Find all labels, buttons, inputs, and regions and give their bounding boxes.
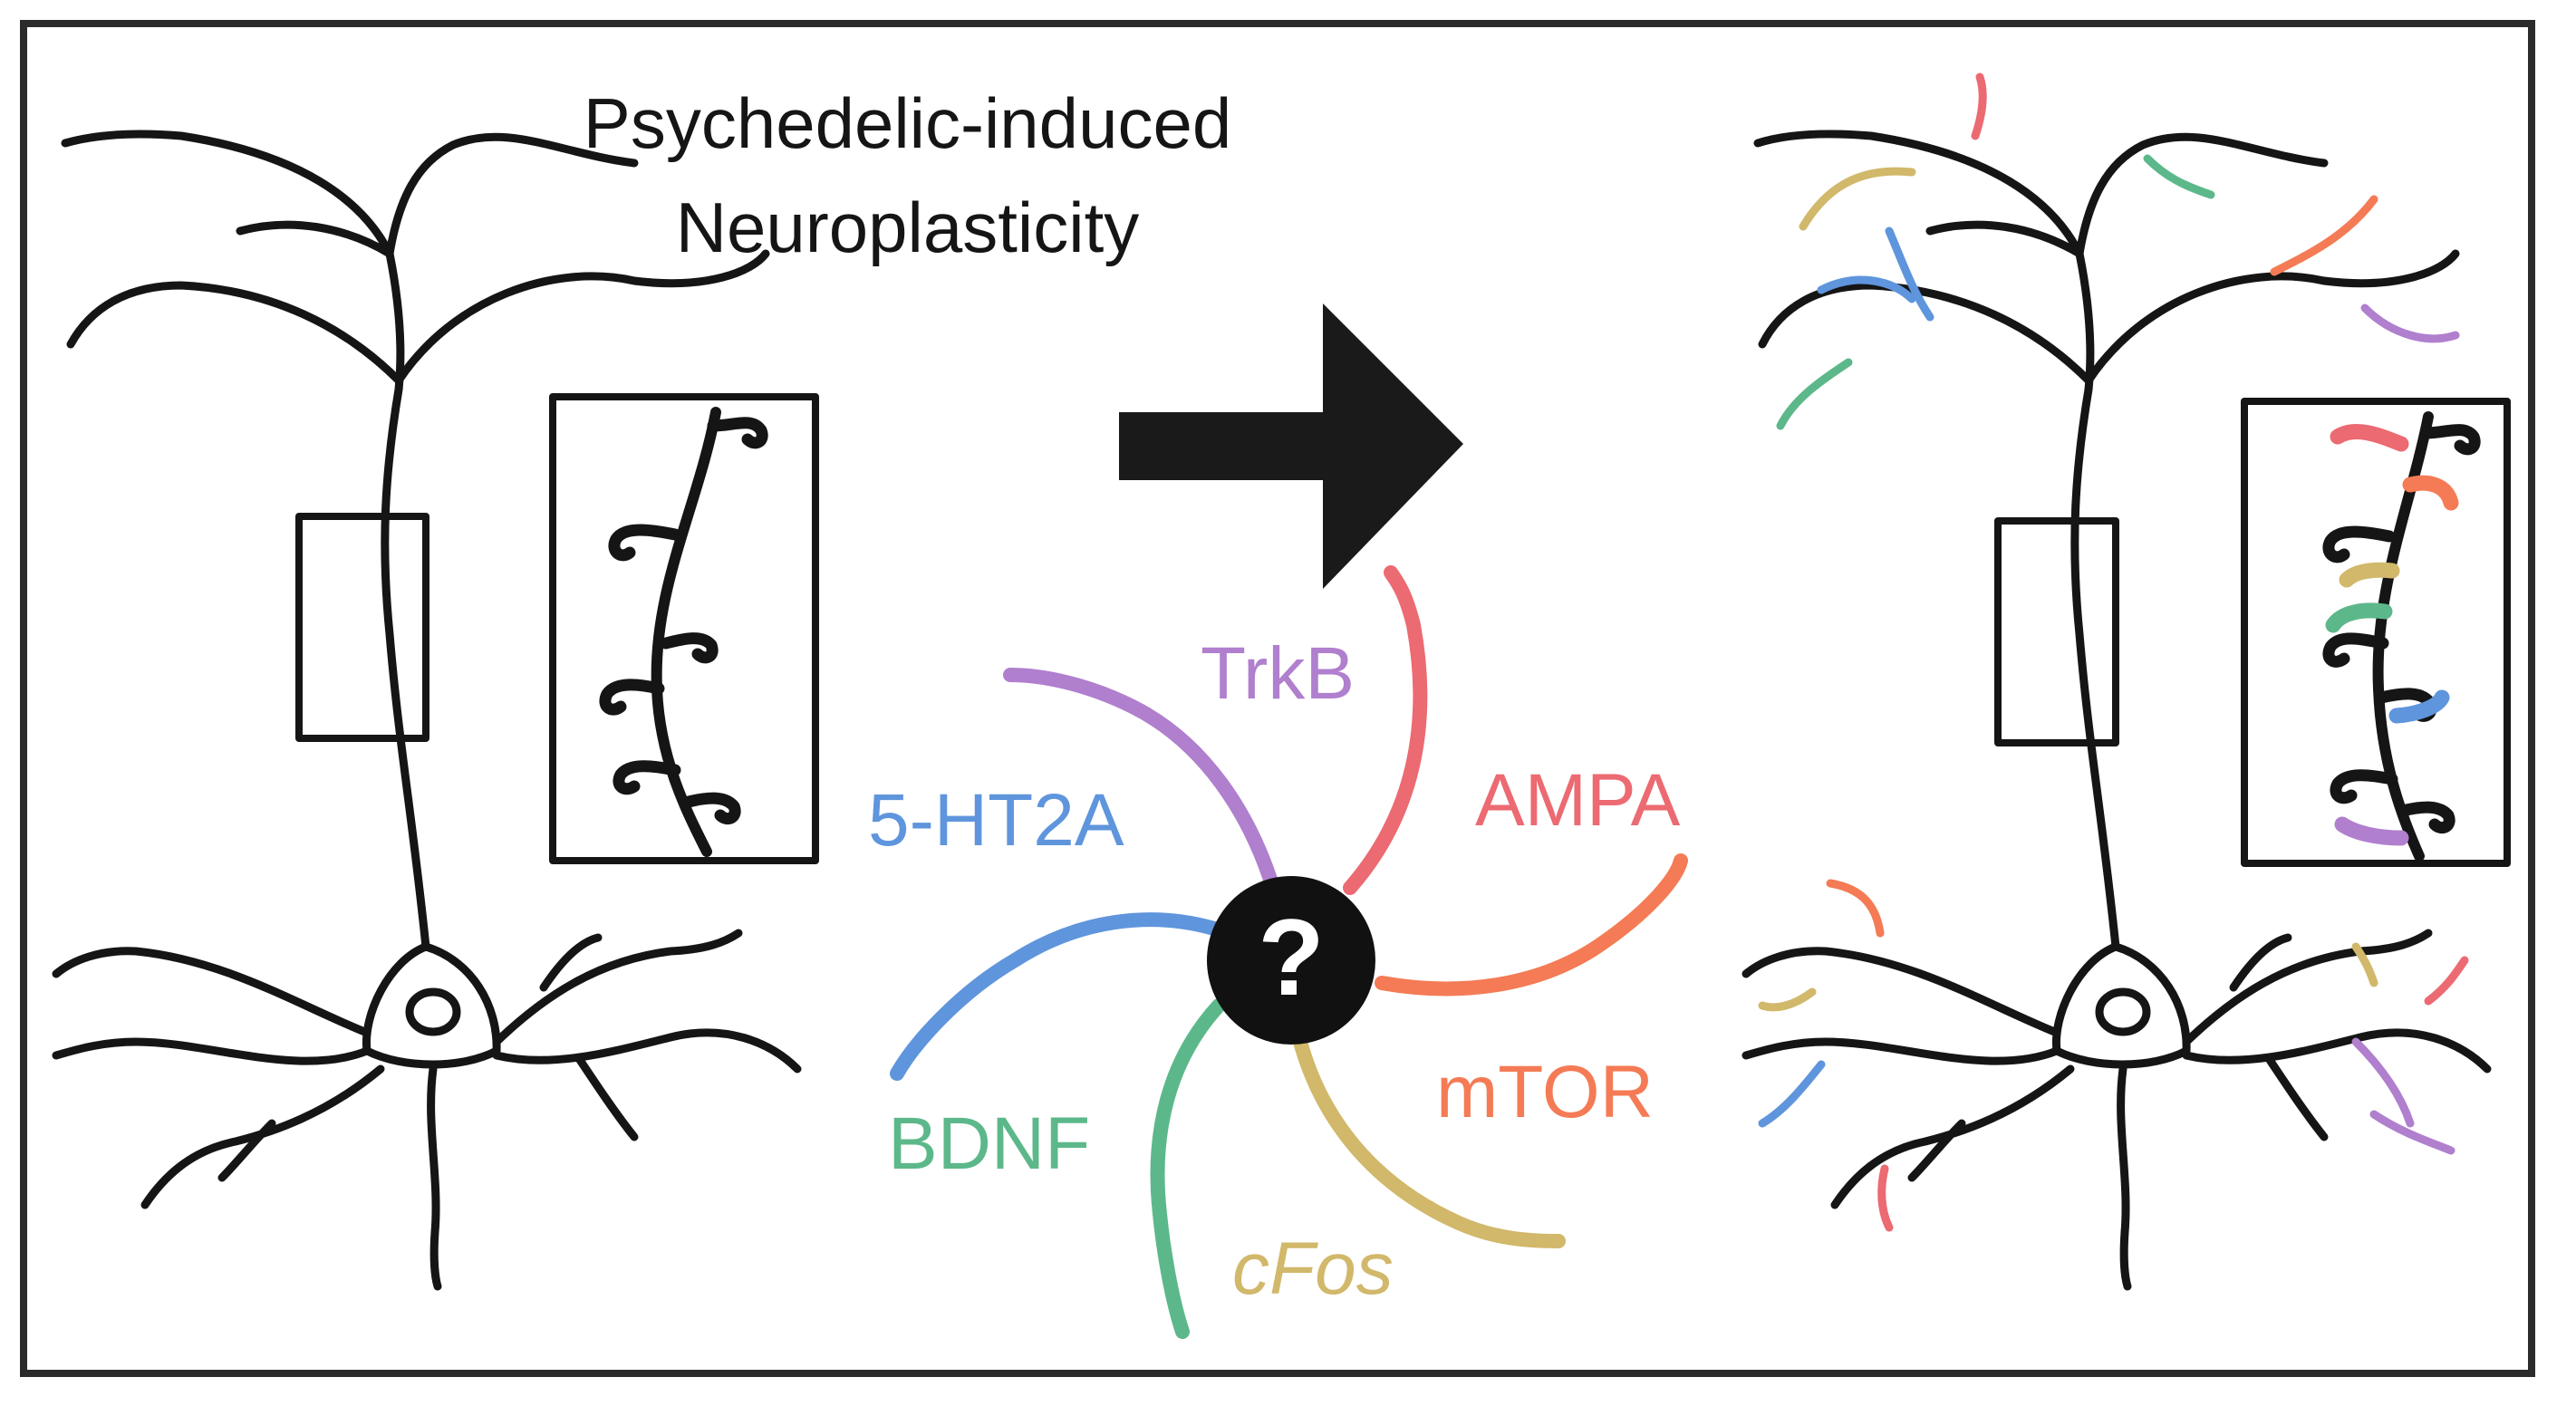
label-ampa: AMPA (1475, 759, 1681, 842)
neuron-after (1741, 130, 2492, 1291)
question-icon: ? (1207, 876, 1375, 1045)
neuron-before (52, 130, 802, 1291)
soma-before (362, 942, 501, 1069)
label-bdnf: BDNF (888, 1103, 1091, 1185)
svg-text:?: ? (1258, 897, 1324, 1018)
title-line-2: Neuroplasticity (675, 188, 1140, 267)
arrow-icon (1119, 303, 1463, 589)
zoom-region-before (295, 513, 429, 742)
zoom-region-after (1994, 517, 2119, 746)
spine-inset-before (549, 393, 819, 864)
title-line-1: Psychedelic-induced (583, 83, 1232, 163)
soma-after (2051, 942, 2191, 1069)
label-trkb: TrkB (1201, 632, 1356, 715)
new-branches-after (1758, 72, 2469, 1232)
pathway-swooshes (890, 565, 1688, 1339)
label-mtor: mTOR (1436, 1051, 1654, 1133)
label-5ht2a: 5-HT2A (868, 779, 1124, 862)
spine-inset-after (2241, 398, 2511, 867)
label-cfos: cFos (1232, 1228, 1394, 1310)
